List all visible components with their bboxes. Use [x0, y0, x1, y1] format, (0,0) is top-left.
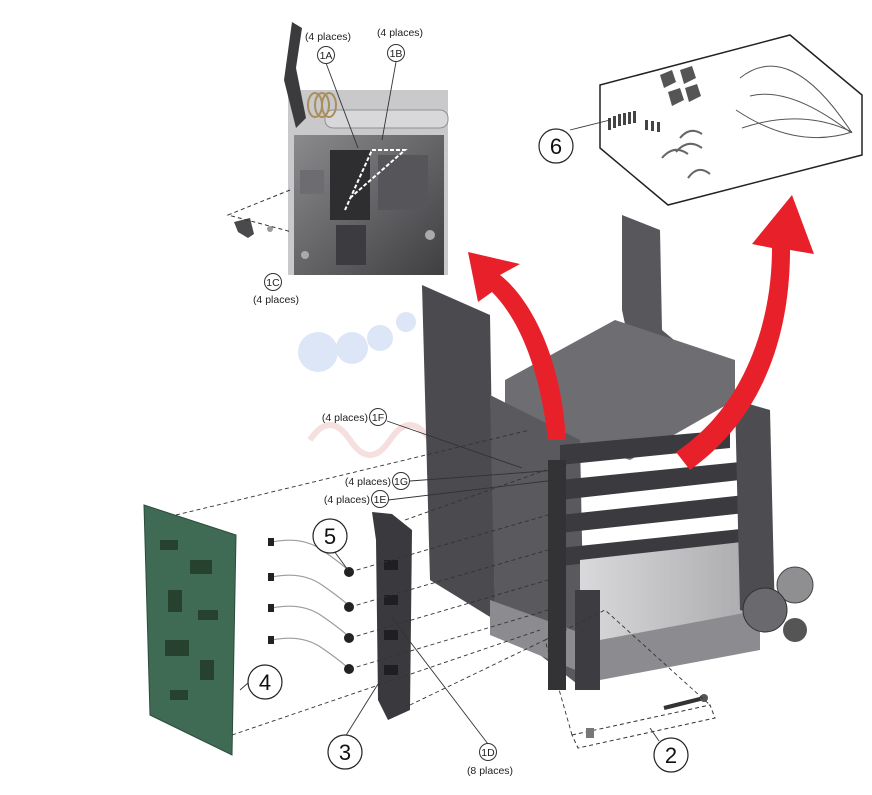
callout-1e-id: 1E — [374, 494, 387, 506]
dashed-leaders — [175, 429, 711, 736]
callout-4: 4 — [247, 664, 283, 700]
callout-3-id: 3 — [339, 740, 351, 765]
callout-1e-qty: (4 places) — [324, 494, 370, 506]
control-board — [143, 504, 237, 756]
callout-6-id: 6 — [550, 134, 562, 159]
detail-inset — [226, 22, 449, 275]
callout-1c-id: 1C — [266, 277, 280, 289]
callout-6: 6 — [538, 128, 574, 164]
callout-4-id: 4 — [259, 670, 271, 695]
callout-5: 5 — [312, 518, 348, 554]
callout-1f-qty: (4 places) — [322, 412, 368, 424]
callout-2: 2 — [653, 737, 689, 773]
callout-1f: (4 places) 1F — [322, 408, 387, 426]
callout-1a-id: 1A — [320, 50, 333, 62]
callout-1b-qty: (4 places) — [377, 27, 423, 39]
callout-1d-id: 1D — [481, 747, 495, 759]
sensor-bracket — [372, 512, 412, 720]
callout-1g-id: 1G — [394, 476, 408, 488]
kit-box — [599, 34, 863, 206]
printer-frame — [422, 215, 814, 690]
callout-1g: (4 places) 1G — [345, 472, 410, 490]
callout-1b: (4 places) 1B — [377, 27, 423, 62]
callout-1a-qty: (4 places) — [305, 31, 351, 43]
callout-1g-qty: (4 places) — [345, 476, 391, 488]
red-arrows — [468, 195, 814, 470]
callout-1e: (4 places) 1E — [324, 490, 389, 508]
callout-1a: (4 places) 1A — [305, 31, 351, 64]
part-2-kit — [571, 694, 716, 749]
callout-leaders — [239, 61, 660, 745]
sensor-cables — [268, 538, 354, 674]
callout-1b-id: 1B — [390, 48, 403, 60]
callout-1f-id: 1F — [372, 412, 384, 424]
callout-2-id: 2 — [665, 743, 677, 768]
callout-1d-qty: (8 places) — [467, 765, 513, 777]
callout-5-id: 5 — [324, 524, 336, 549]
callout-1c: 1C (4 places) — [253, 273, 299, 306]
callout-1d: 1D (8 places) — [467, 743, 513, 777]
callout-1c-qty: (4 places) — [253, 294, 299, 306]
callout-3: 3 — [327, 734, 363, 770]
